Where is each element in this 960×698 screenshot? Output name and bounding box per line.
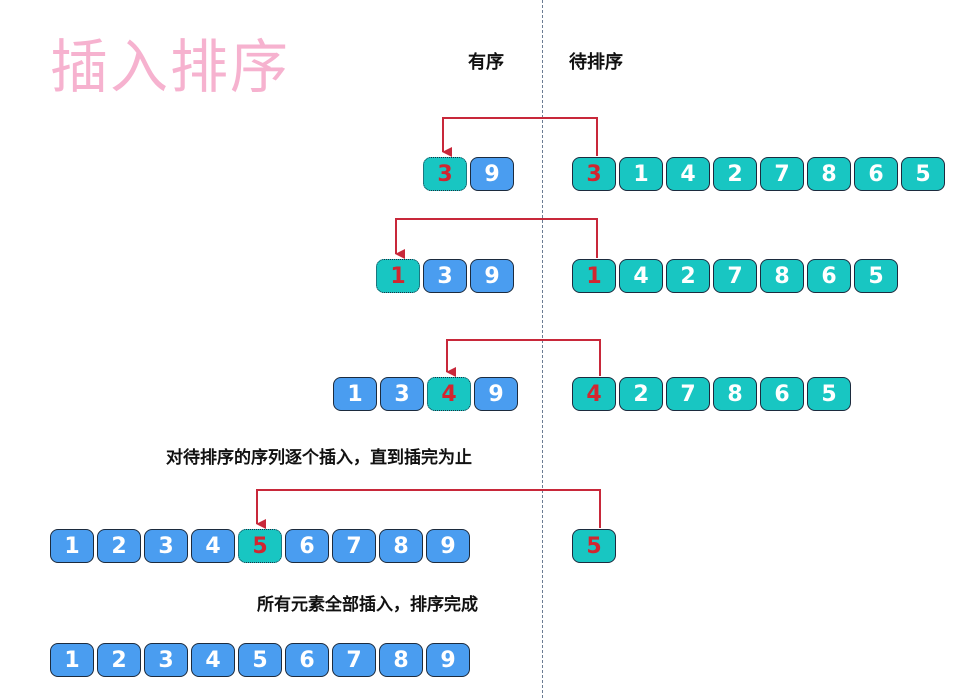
- unsorted-cell: 4: [666, 157, 710, 191]
- page-title: 插入排序: [50, 33, 291, 101]
- unsorted-cell: 7: [713, 259, 757, 293]
- unsorted-cell: 5: [854, 259, 898, 293]
- sorted-cell: 3: [380, 377, 424, 411]
- unsorted-cell: 6: [760, 377, 804, 411]
- unsorted-cell: 7: [760, 157, 804, 191]
- sorted-cell: 4: [191, 529, 235, 563]
- sorted-cell: 9: [426, 643, 470, 677]
- unsorted-cell: 5: [807, 377, 851, 411]
- unsorted-cell: 4: [619, 259, 663, 293]
- sorted-cell: 3: [423, 259, 467, 293]
- unsorted-header: 待排序: [569, 52, 623, 73]
- current-unsorted-cell: 5: [572, 529, 616, 563]
- current-unsorted-cell: 3: [572, 157, 616, 191]
- sorted-unsorted-divider: [542, 0, 543, 698]
- sorted-cell: 9: [470, 157, 514, 191]
- sorted-cell: 2: [97, 529, 141, 563]
- insert-arrow-row-2: [395, 218, 598, 259]
- sorted-cell: 2: [97, 643, 141, 677]
- unsorted-cell: 2: [666, 259, 710, 293]
- sorted-cell: 5: [238, 643, 282, 677]
- caption-repeat: 对待排序的序列逐个插入，直到插完为止: [166, 448, 472, 468]
- caption-done: 所有元素全部插入，排序完成: [257, 595, 478, 615]
- sorted-cell: 1: [50, 529, 94, 563]
- unsorted-cell: 8: [713, 377, 757, 411]
- sorted-cell: 8: [379, 643, 423, 677]
- inserted-slot-cell: 1: [376, 259, 420, 293]
- current-unsorted-cell: 4: [572, 377, 616, 411]
- unsorted-cell: 1: [619, 157, 663, 191]
- inserted-slot-cell: 5: [238, 529, 282, 563]
- unsorted-cell: 6: [807, 259, 851, 293]
- sorted-cell: 9: [470, 259, 514, 293]
- insert-arrow-row-3: [446, 339, 601, 377]
- inserted-slot-cell: 4: [427, 377, 471, 411]
- unsorted-cell: 5: [901, 157, 945, 191]
- sorted-cell: 7: [332, 643, 376, 677]
- insert-arrow-row-1: [442, 117, 598, 157]
- unsorted-cell: 2: [713, 157, 757, 191]
- sorted-cell: 3: [144, 529, 188, 563]
- sorted-header: 有序: [468, 52, 504, 73]
- unsorted-cell: 8: [760, 259, 804, 293]
- sorted-cell: 6: [285, 643, 329, 677]
- insert-arrow-row-4: [256, 489, 601, 529]
- sorted-cell: 6: [285, 529, 329, 563]
- inserted-slot-cell: 3: [423, 157, 467, 191]
- unsorted-cell: 6: [854, 157, 898, 191]
- unsorted-cell: 8: [807, 157, 851, 191]
- unsorted-cell: 2: [619, 377, 663, 411]
- sorted-cell: 1: [333, 377, 377, 411]
- sorted-cell: 3: [144, 643, 188, 677]
- sorted-cell: 8: [379, 529, 423, 563]
- sorted-cell: 9: [474, 377, 518, 411]
- sorted-cell: 1: [50, 643, 94, 677]
- sorted-cell: 4: [191, 643, 235, 677]
- sorted-cell: 9: [426, 529, 470, 563]
- unsorted-cell: 7: [666, 377, 710, 411]
- sorted-cell: 7: [332, 529, 376, 563]
- current-unsorted-cell: 1: [572, 259, 616, 293]
